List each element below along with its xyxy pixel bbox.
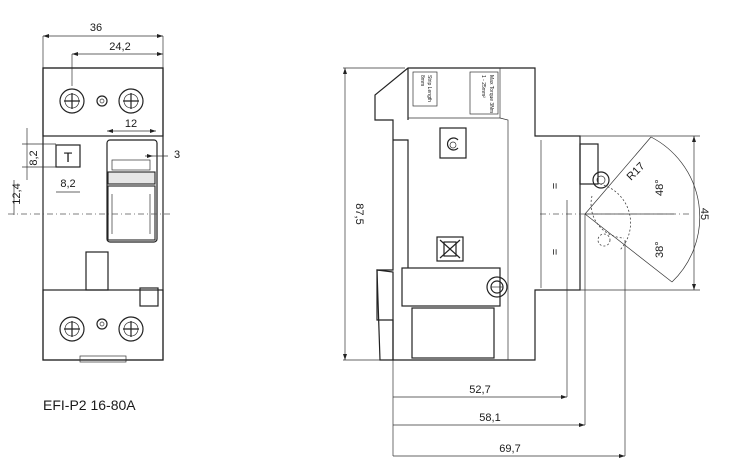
front-view: 36 24,2 T	[8, 22, 180, 413]
strip-length-value: 8mm	[419, 75, 425, 86]
terminal-screw-icon	[59, 316, 85, 342]
test-button-icon	[55, 144, 81, 168]
axis-offset-dimension: 12,4	[11, 183, 23, 204]
rail-dimension: 45	[698, 208, 710, 220]
depth-dimension-2: 58,1	[479, 412, 500, 424]
front-width-dimension: 36	[90, 22, 102, 34]
rcd-symbol-icon	[439, 127, 467, 159]
window-width-dimension: 12	[125, 118, 137, 130]
terminal-span-dimension: 24,2	[109, 41, 130, 53]
conductor-range-label: 1 - 25mm²	[480, 75, 486, 98]
angle-down-label: 38°	[654, 241, 666, 258]
strip-length-label: Strip Length	[426, 75, 432, 102]
equal-mark-lower: =	[548, 249, 560, 255]
depth-dimension-1: 52,7	[469, 384, 490, 396]
angle-up-label: 48°	[654, 179, 666, 196]
button-width-dimension: 8,2	[60, 178, 75, 190]
terminal-screw-icon	[118, 316, 144, 342]
equal-mark-upper: =	[548, 183, 560, 189]
test-button-letter: T	[64, 149, 73, 165]
button-height-dimension: 8,2	[28, 150, 40, 165]
terminal-screw-icon	[59, 88, 85, 114]
depth-dimension-3: 69,7	[499, 443, 520, 455]
terminal-screw-icon	[118, 88, 144, 114]
max-torque-label: Max Torque 3Nm	[488, 75, 494, 113]
height-dimension: 87,5	[353, 203, 365, 224]
model-label: EFI-P2 16-80A	[43, 397, 136, 413]
weee-bin-icon	[436, 236, 464, 262]
side-view: 87,5 Strip Length 8mm Max Torque 3Nm 1 -…	[343, 67, 710, 458]
offset-dimension: 3	[174, 149, 180, 161]
